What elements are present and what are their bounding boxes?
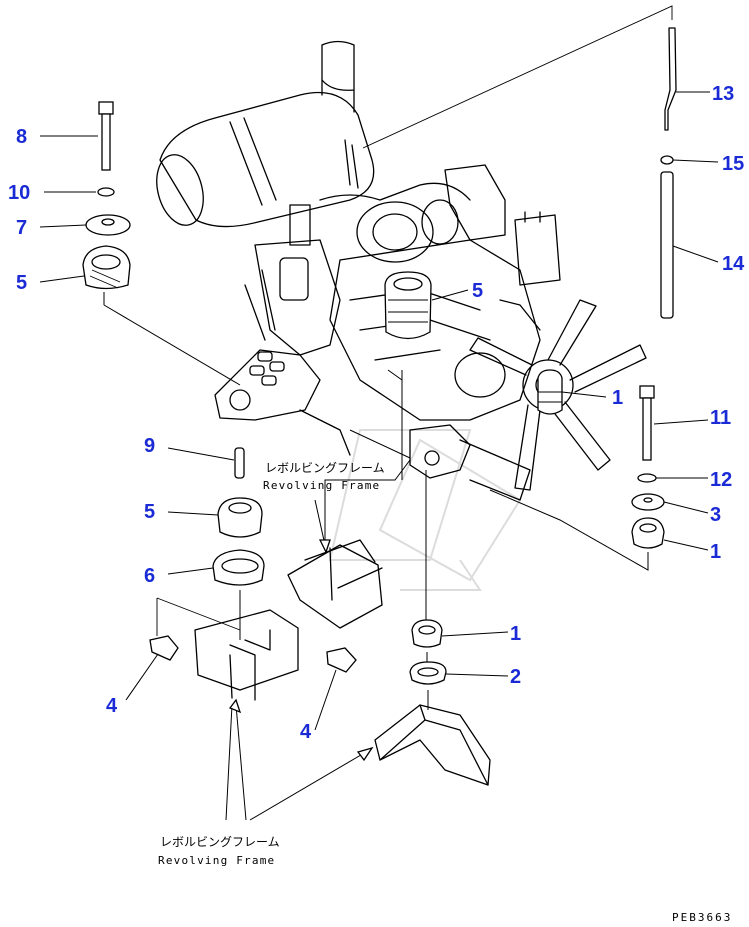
callout-7: 7 [16,217,27,239]
pin-9 [234,447,245,479]
washer-12 [637,473,657,483]
cushion-5-center [384,271,432,340]
frame-label-jp: レボルビングフレーム [160,835,280,849]
callout-1: 1 [710,541,721,563]
dipstick-13 [664,27,677,131]
watermark [328,429,522,591]
cushion-5-lower [217,497,263,538]
frame-bracket-left [156,597,299,701]
engine-assembly [156,5,673,501]
callout-1: 1 [612,387,623,409]
tube-14 [660,171,674,319]
cushion-1-engine [537,369,563,415]
bolt-8 [98,101,114,171]
leader-lines [39,91,719,821]
callout-15: 15 [722,153,744,175]
bolt-11 [639,385,655,461]
callout-5: 5 [472,280,483,302]
frame-bracket-center [287,539,383,629]
callout-14: 14 [722,253,745,275]
frame-label-en: Revolving Frame [263,479,380,492]
frame-label-jp: レボルビングフレーム [265,461,385,475]
frame-label-upper: レボルビングフレーム Revolving Frame [263,461,385,492]
seat-2 [409,661,447,685]
o-ring-15 [660,155,674,165]
callout-2: 2 [510,666,521,688]
cushion-1-lower [411,619,443,648]
callout-11: 11 [710,407,731,429]
stopper-4-center [326,647,357,673]
callout-4: 4 [300,721,312,743]
frame-bracket-right [374,704,491,786]
frame-label-en: Revolving Frame [158,854,275,867]
callout-6: 6 [144,565,155,587]
callout-1: 1 [510,623,521,645]
frame-label-lower: レボルビングフレーム Revolving Frame [158,835,280,867]
callout-9: 9 [144,435,155,457]
plate-3 [631,493,665,511]
callout-10: 10 [8,182,30,204]
callout-labels: 8 10 7 5 5 9 5 6 4 4 1 13 15 14 11 12 3 … [8,83,745,743]
callout-5: 5 [144,501,155,523]
cushion-1-right [631,517,665,549]
cushion-5-left [82,245,131,290]
plate-7 [85,214,131,236]
callout-5: 5 [16,272,27,294]
callout-3: 3 [710,504,721,526]
callout-12: 12 [710,469,732,491]
callout-8: 8 [16,126,27,148]
callout-4: 4 [106,695,118,717]
document-id: PEB3663 [672,911,732,924]
ring-6 [212,549,265,586]
washer-10 [97,187,115,197]
stopper-4-left [149,635,179,661]
callout-13: 13 [712,83,734,105]
